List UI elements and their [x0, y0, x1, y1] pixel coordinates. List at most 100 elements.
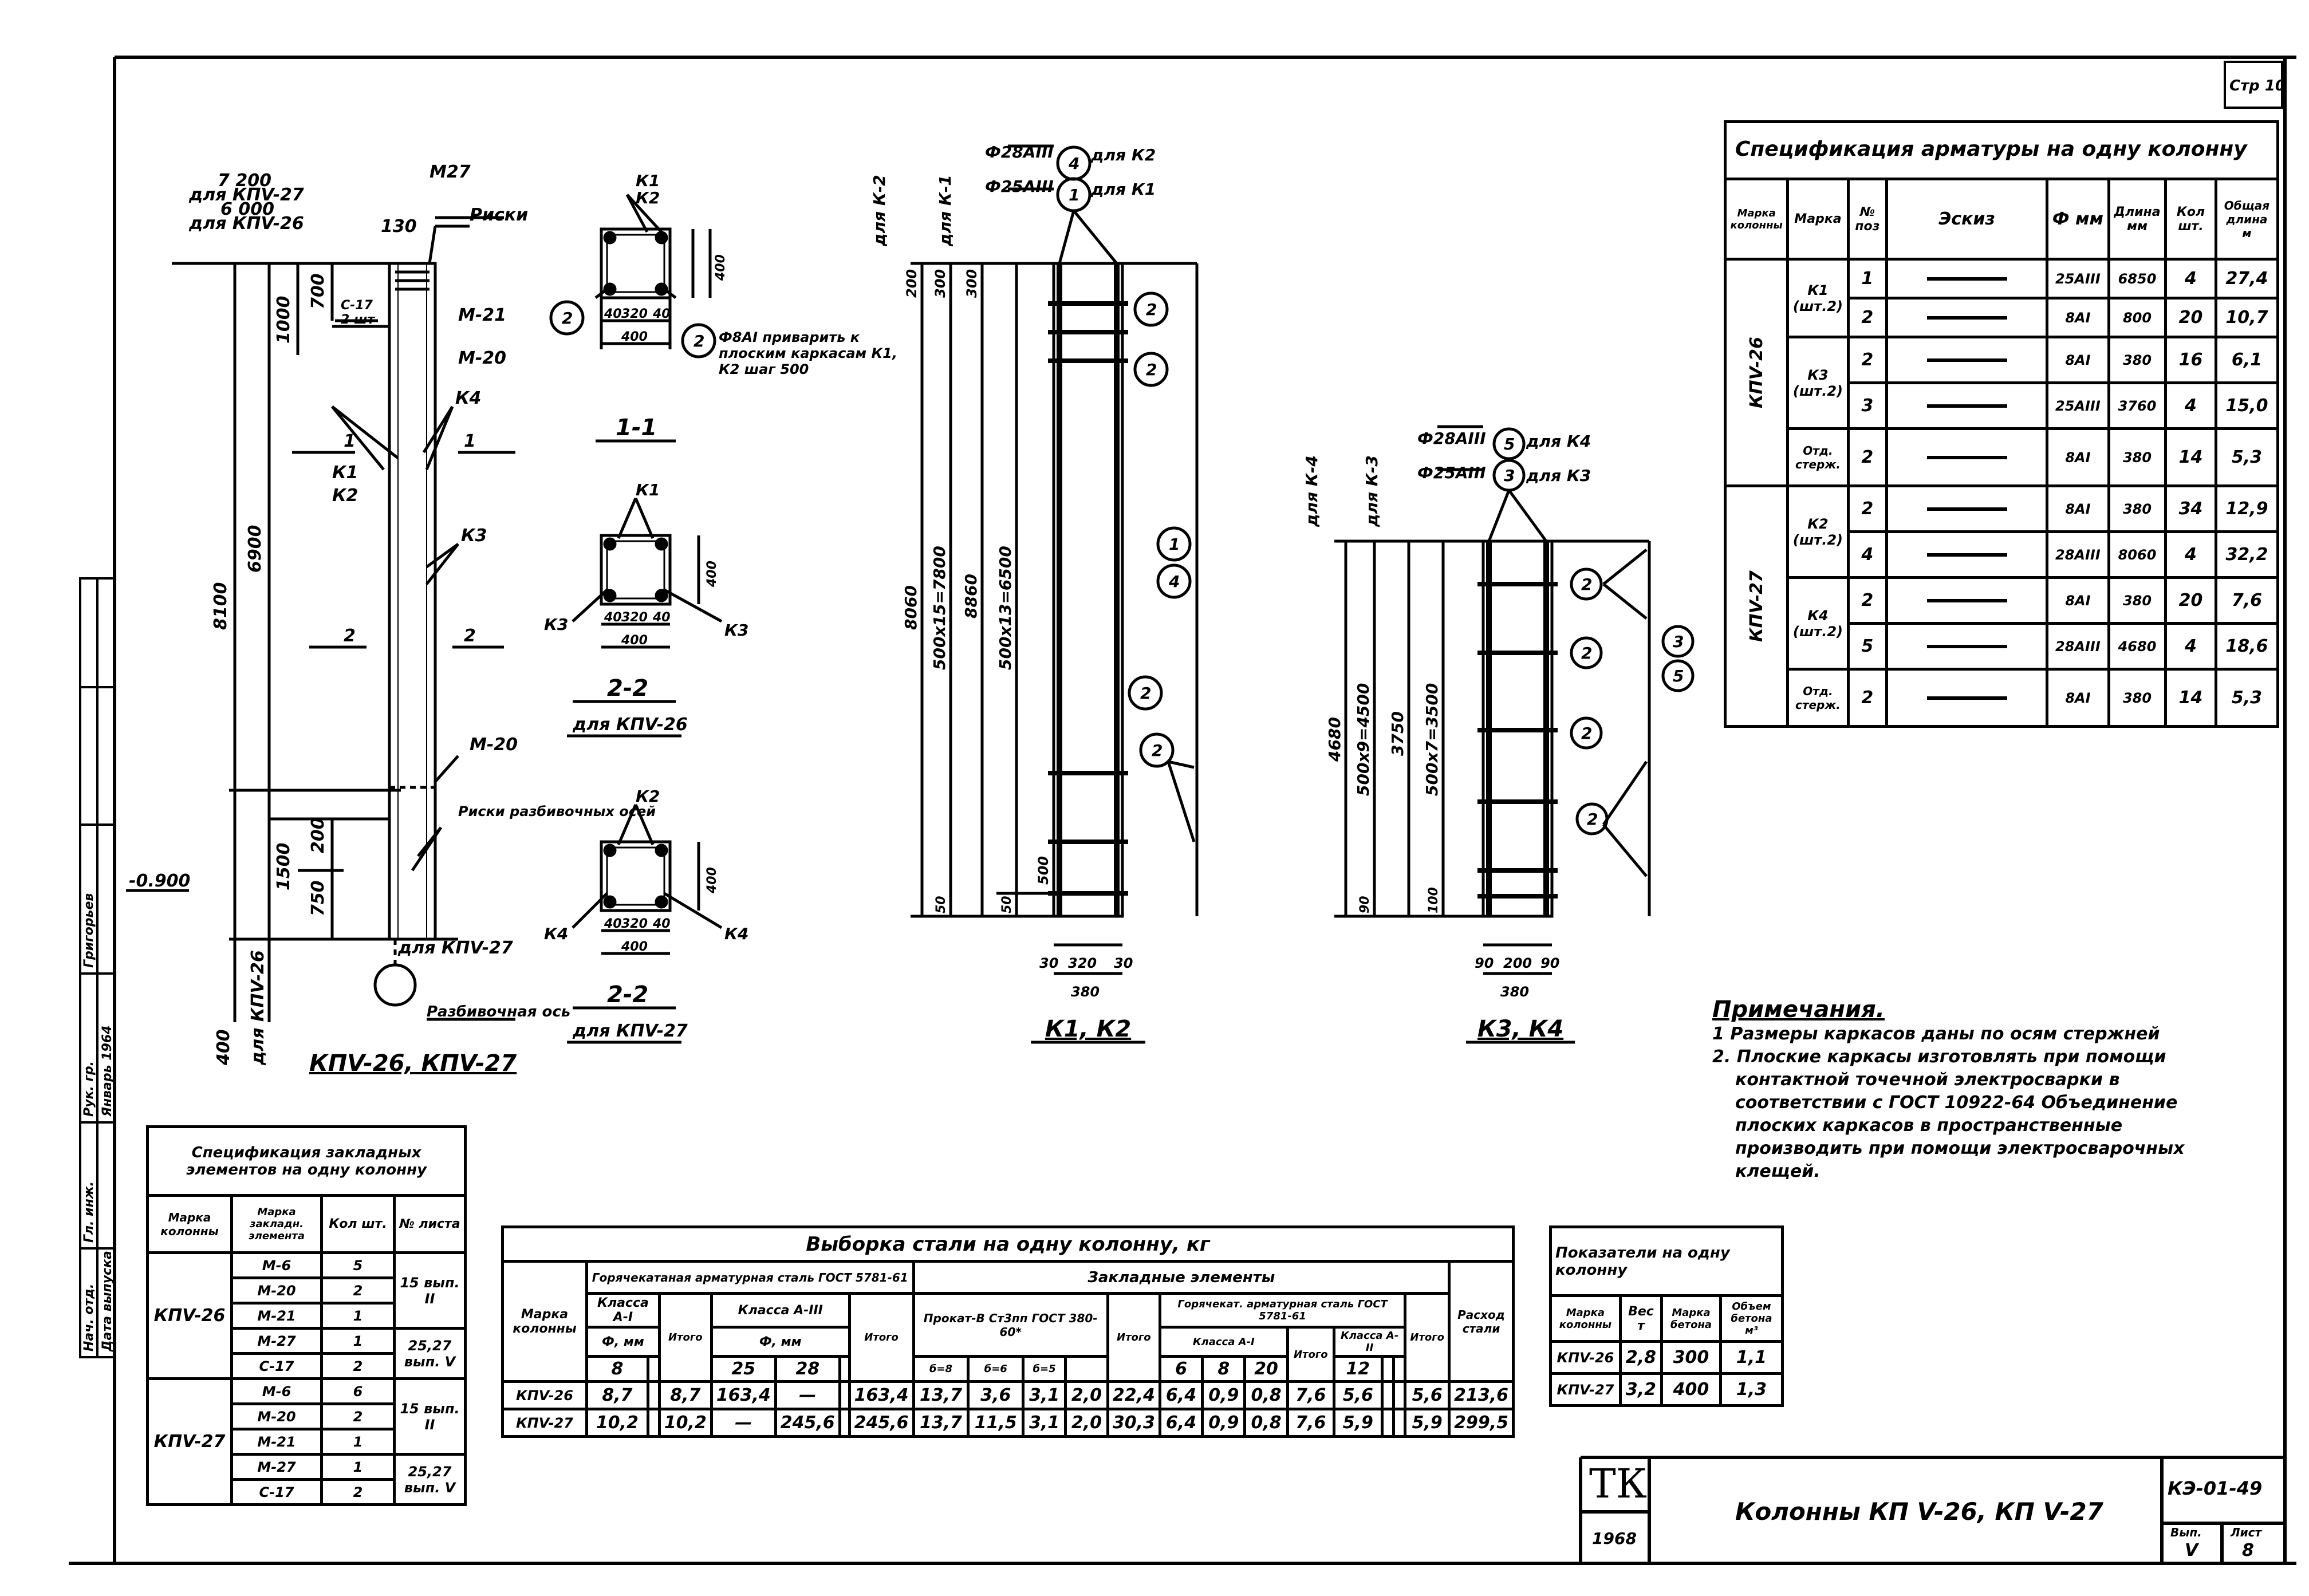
note-line-3: контактной точечной электросварки в: [1735, 1070, 2120, 1090]
s11-k2: К2: [636, 188, 660, 207]
elev-dim-130: 130: [381, 216, 417, 237]
s22a-k3-r: К3: [724, 621, 748, 640]
emb-kpv27: КПV-27: [146, 1377, 233, 1506]
k34-500x9: 500x9=4500: [1354, 683, 1373, 796]
steel-cell: 299,5: [1448, 1408, 1515, 1438]
rs-cell: 34: [2164, 484, 2217, 533]
s11-320: 320: [621, 307, 648, 321]
rs-cell: 25АIII: [2045, 258, 2110, 300]
rs-cell: 2: [1846, 668, 1889, 728]
rs-cell: 5,3: [2214, 668, 2280, 728]
emb-cell: М-6: [230, 1377, 323, 1405]
steel-sub-a3: Класса А-III: [710, 1292, 851, 1329]
k12-pos4b: 4: [1168, 572, 1180, 591]
steel-sub-ka1: Класса А-I: [1158, 1326, 1289, 1358]
section-1-1-text: К1 К2 40 320 40 400 2 2 1-1 400: [562, 171, 728, 441]
s22b-320: 320: [621, 917, 648, 931]
k34-for-k3b: для К3: [1526, 466, 1591, 485]
k34-for-k4b: для К4: [1526, 432, 1591, 451]
steel-cell-empty: [838, 1408, 851, 1438]
rs-cell: 380: [2107, 484, 2168, 533]
steel-cell: 6,4: [1158, 1408, 1204, 1438]
emb-h-sheet: № листа: [393, 1194, 467, 1254]
steel-cell: 22,4: [1106, 1380, 1161, 1410]
emb-kpv26: КПV-26: [146, 1251, 233, 1380]
emb-cell: 25,27 вып. V: [393, 1453, 467, 1506]
elev-dim-6000: 6 000: [220, 199, 274, 219]
title-block-frame: [1579, 1456, 2285, 1563]
rs-cell: 4: [1846, 530, 1889, 579]
steel-cell: 2,0: [1063, 1408, 1109, 1438]
k12-pos4: 4: [1068, 154, 1079, 173]
s22a-subcaption: для КПV-26: [572, 715, 688, 735]
side-stamp: [79, 577, 116, 1358]
elev-for27-bottom: 400: [214, 1029, 234, 1066]
k12-50a: 50: [934, 896, 948, 913]
rs-k4: К4 (шт.2): [1786, 576, 1850, 671]
k12-pos2b: 2: [1146, 360, 1157, 379]
emb-cell: 1: [320, 1428, 396, 1456]
ind-cell: 2,8: [1618, 1340, 1664, 1375]
k12-380: 380: [1071, 984, 1100, 1000]
rs-cell: 8АI: [2045, 576, 2110, 625]
steel-cell-empty: [838, 1380, 851, 1410]
ind-cell: 1,1: [1719, 1340, 1784, 1375]
steel-cell: 3,1: [1022, 1380, 1067, 1410]
issue-value: V: [2185, 1540, 2198, 1560]
emb-h-col: Марка колонны: [146, 1194, 233, 1254]
steel-itogo-5: Итого: [1286, 1326, 1335, 1383]
rs-cell: 8АI: [2045, 668, 2110, 728]
emb-cell: М-27: [230, 1453, 323, 1481]
steel-cell: 0,9: [1201, 1380, 1247, 1410]
k34-380: 380: [1500, 984, 1529, 1000]
rs-cell: 32,2: [2214, 530, 2280, 579]
steel-cell: 6,4: [1158, 1380, 1204, 1410]
rs-cell: 28АIII: [2045, 622, 2110, 671]
s11-40b: 40: [652, 307, 671, 321]
rs-h-mark: Марка: [1786, 178, 1850, 261]
elev-k1: К1: [332, 463, 358, 483]
k34-pos2b: 2: [1581, 644, 1592, 663]
steel-cell: 245,6: [848, 1408, 915, 1438]
sheet-label: Лист: [2231, 1526, 2262, 1539]
rs-cell: 4680: [2107, 622, 2168, 671]
elev-axis: Разбивочная ось: [427, 1003, 570, 1020]
frame-k3-k4-text: для К-4 для К-3 Ф28АIII для К4 Ф25АIII д…: [1302, 429, 1684, 1042]
sheet-code-box: Стр 10: [2224, 61, 2286, 109]
note-line-2: 2. Плоские каркасы изготовлять при помощ…: [1712, 1047, 2166, 1067]
elev-dim-400: для КПV-27: [397, 938, 513, 958]
section-2-2-a-text: К1 К3 К3 40 320 40 400 400 2-2 для КПV-2…: [544, 480, 748, 735]
k34-for-k4: для К-4: [1302, 455, 1321, 527]
rs-cell: 5: [1846, 622, 1889, 671]
s22a-k3-l: К3: [544, 615, 568, 634]
ind-h: Марка бетона: [1660, 1294, 1722, 1343]
elev-m21: М-21: [458, 305, 506, 325]
s22b-caption: 2-2: [607, 982, 648, 1008]
note-line-5: плоских каркасов в пространственные: [1735, 1116, 2123, 1136]
rs-h-len: Длина мм: [2107, 178, 2168, 261]
frame-k3-k4: [1334, 425, 1695, 1044]
steel-dh: 8: [1201, 1355, 1247, 1383]
steel-sub-ka2: Класса А-II: [1332, 1326, 1407, 1358]
stamp-text-6: Январь 1964: [100, 1026, 115, 1117]
rs-h-qty: Кол шт.: [2164, 178, 2217, 261]
k34-4680: 4680: [1325, 717, 1344, 762]
rs-cell: 16: [2164, 336, 2217, 384]
steel-cell: 8,7: [657, 1380, 713, 1410]
ind-cell: 300: [1660, 1340, 1722, 1375]
steel-cell: 5,9: [1332, 1408, 1384, 1438]
rs-cell: 2: [1846, 484, 1889, 533]
steel-cell: 0,8: [1243, 1408, 1289, 1438]
k34-90b: 90: [1475, 955, 1494, 971]
section-2-2-b: [567, 804, 723, 1044]
column-elevation: [126, 216, 515, 1022]
rs-sketch: [1885, 297, 2048, 338]
emb-h-qty: Кол шт.: [320, 1194, 396, 1254]
steel-dh: 28: [774, 1355, 841, 1383]
k12-8060: 8060: [901, 585, 920, 630]
s11-40a: 40: [604, 307, 622, 321]
steel-dh: 25: [710, 1355, 777, 1383]
k34-pos3b: 3: [1673, 632, 1684, 651]
emb-cell: М-6: [230, 1251, 323, 1279]
steel-cell: 8,7: [585, 1380, 649, 1410]
